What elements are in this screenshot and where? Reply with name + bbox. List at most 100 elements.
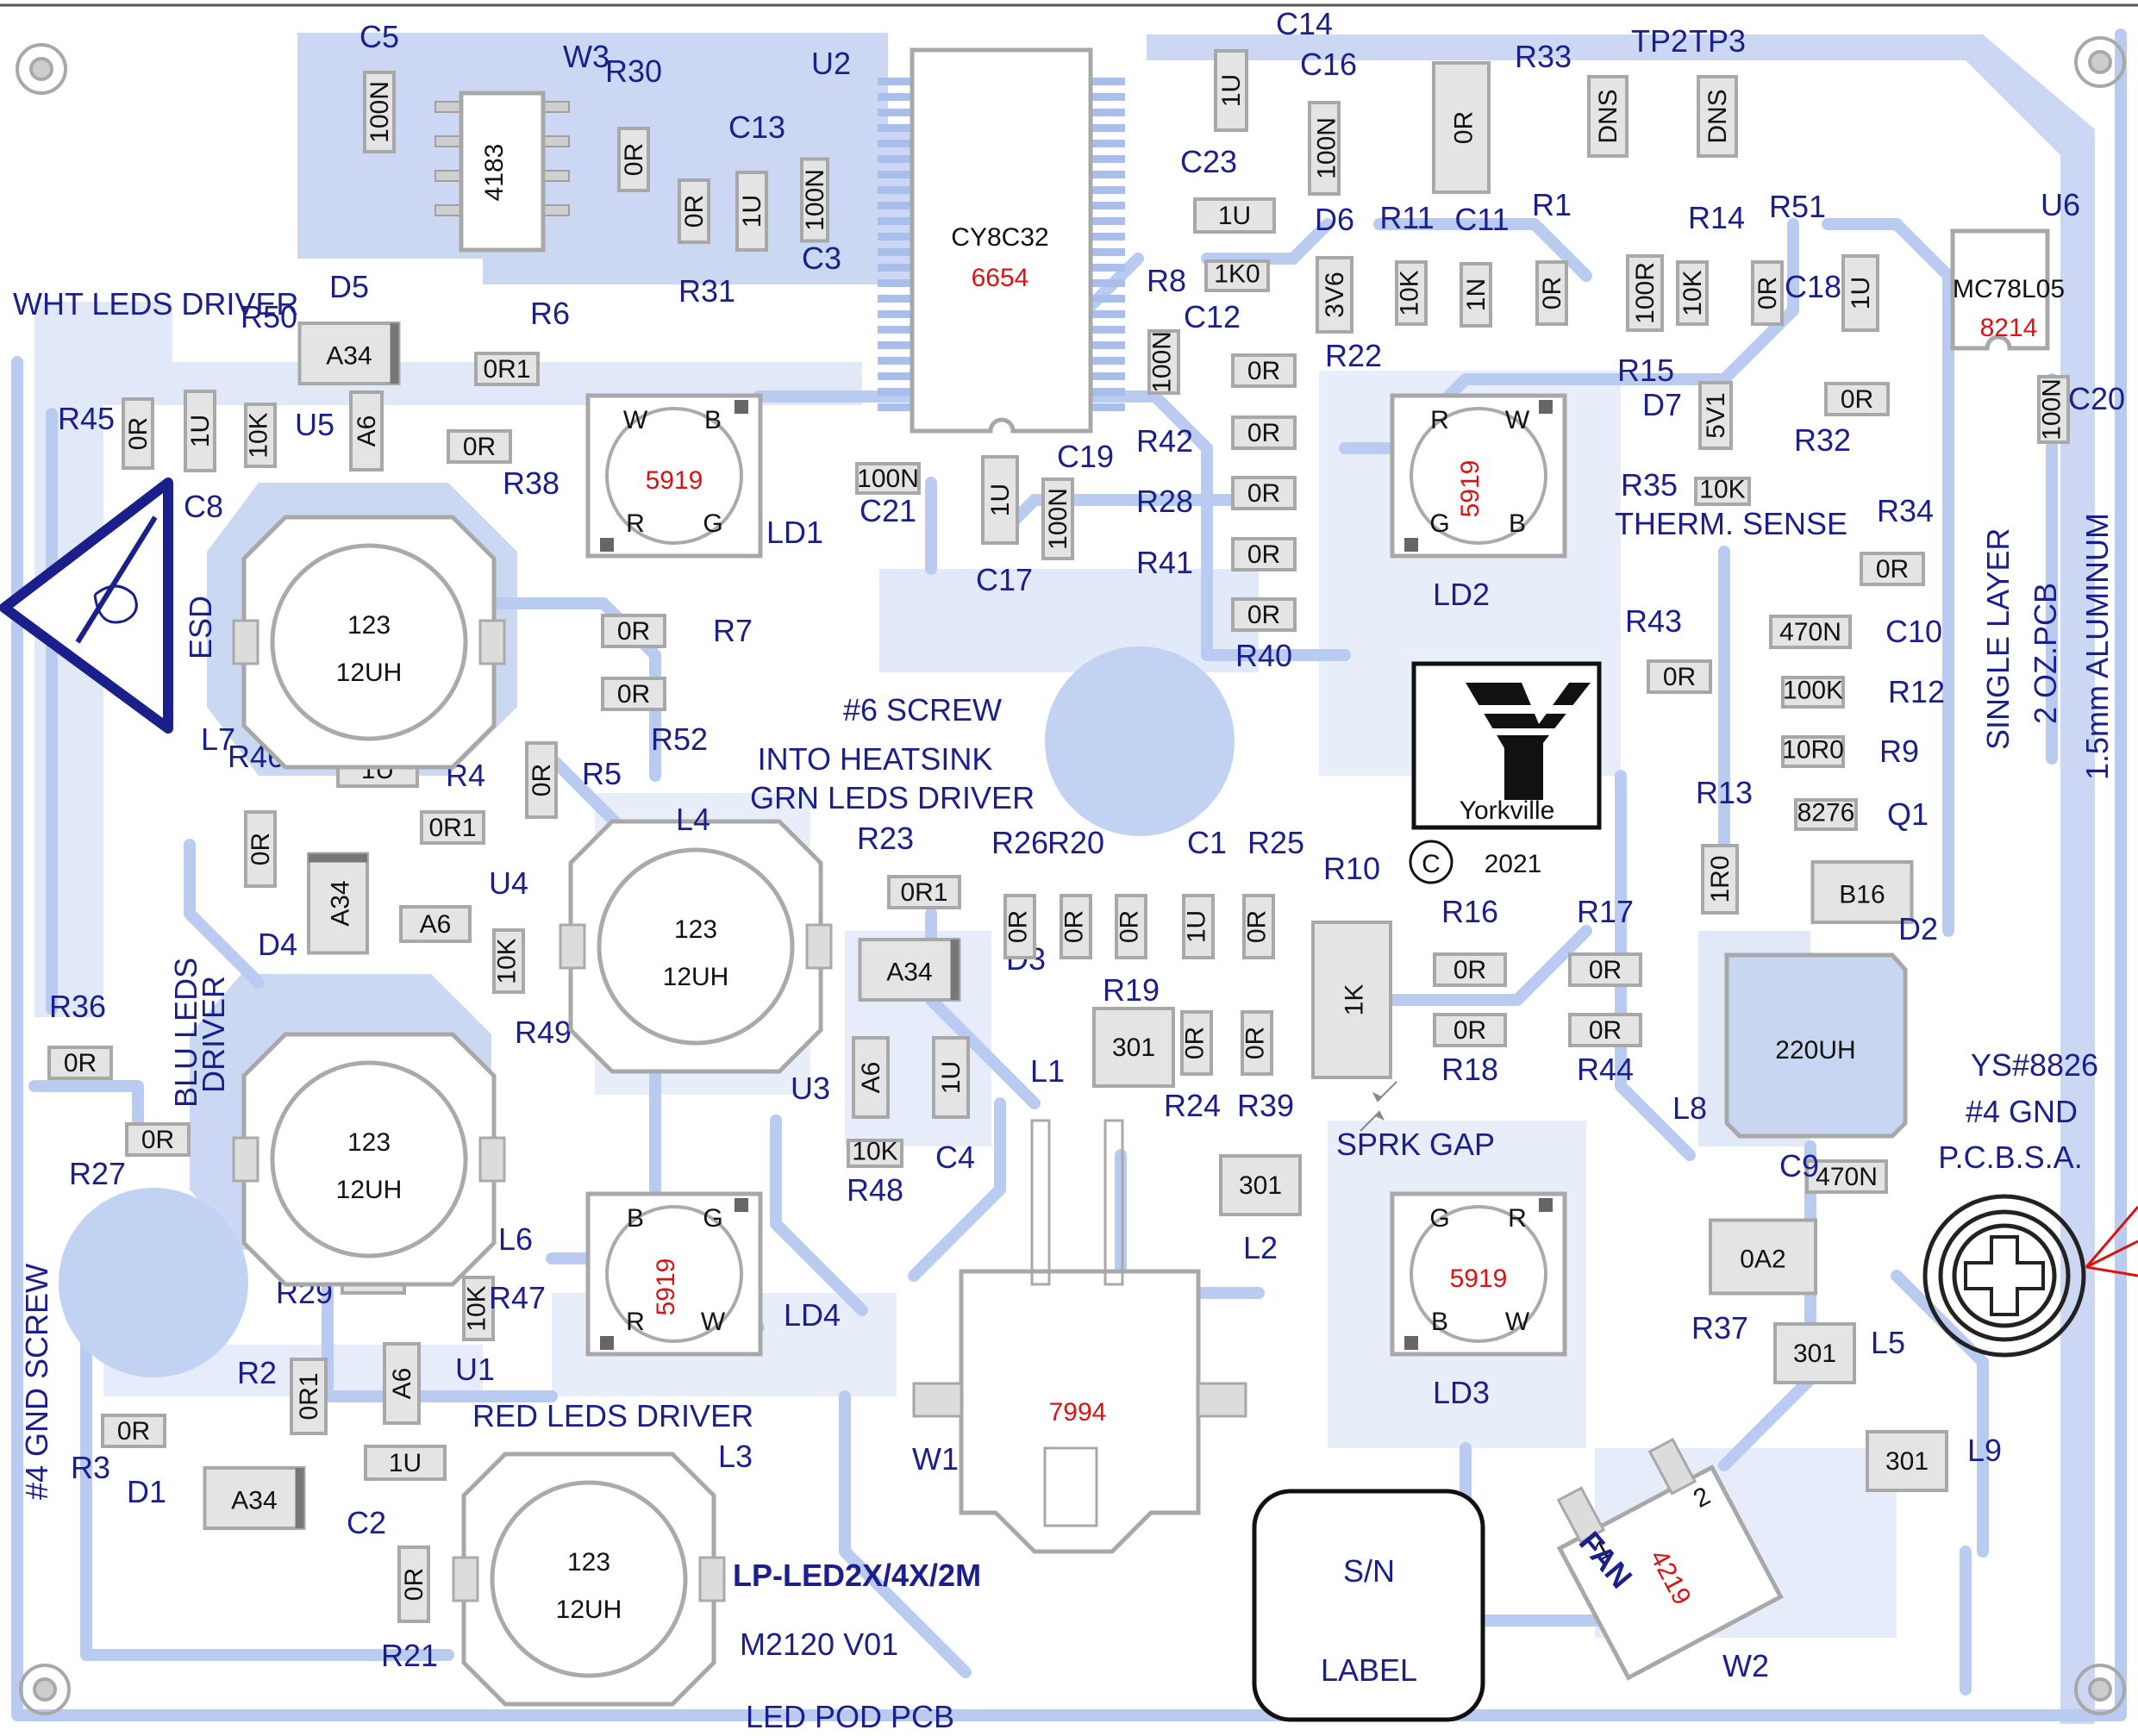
part-r43-value: 0R	[1663, 663, 1696, 691]
part-c9-body	[1805, 1159, 1888, 1194]
led-ld3-ref: LD3	[1433, 1375, 1490, 1410]
part-r52-body	[601, 677, 666, 711]
led-ld1-body	[585, 393, 763, 559]
led-ld4-ref: LD4	[784, 1297, 841, 1333]
part-r13-ref: R13	[1696, 775, 1753, 810]
part-r18-value: 0R	[1453, 1016, 1486, 1045]
part-r32-value: 0R	[1841, 385, 1873, 414]
mount-hole-top-left	[16, 43, 67, 95]
part-c19-body	[1041, 478, 1074, 560]
inductor-l7-line2: 12UH	[336, 659, 403, 687]
part-r6-ref: R6	[530, 296, 570, 331]
part-r5-value: 0R	[528, 764, 556, 796]
part-r11-ref: R11	[1379, 200, 1434, 235]
led-ld4-body	[585, 1191, 763, 1357]
part-c23-body	[1193, 197, 1276, 234]
spark-gap-icon	[1360, 1081, 1397, 1132]
part-l1-value: 301	[1112, 1033, 1155, 1062]
inductor-l4-pad-a	[559, 923, 586, 970]
part-c11-body	[1460, 262, 1492, 328]
led-ld2-pin-r: R	[1430, 406, 1449, 434]
part-c2-body	[364, 1445, 447, 1481]
part-r18-body	[1433, 1013, 1507, 1047]
led-ld2-pin-g: G	[1429, 509, 1449, 538]
part-l5-ref: L5	[1871, 1325, 1905, 1360]
part-r27-body	[125, 1122, 191, 1157]
part-c12-ref: C12	[1184, 299, 1241, 334]
part-r44-ref: R44	[1577, 1052, 1634, 1087]
note-ys-1: YS#8826	[1971, 1047, 2098, 1083]
note-gnd-screw: #4 GND SCREW	[19, 1264, 54, 1500]
part-r13-body	[1701, 844, 1739, 915]
part-r12-value: 100K	[1783, 677, 1843, 705]
led-ld2-ref: LD2	[1433, 577, 1490, 612]
part-r5-ref: R5	[582, 756, 622, 791]
part-r10-body	[1311, 921, 1392, 1079]
part-r51-ref: R51	[1769, 189, 1826, 224]
u6-part: MC78L05	[1953, 275, 2065, 303]
components-layer: 100NC50RR300RR311UC13100NC31UC14100NC160…	[47, 6, 2125, 1707]
part-r14-ref: R14	[1688, 200, 1745, 235]
part-r12-ref: R12	[1888, 674, 1945, 709]
inductor-l3-line2: 12UH	[556, 1595, 622, 1624]
connector-w2: 4219 1 2	[1556, 1437, 1784, 1681]
led-ld1-pin-w: W	[623, 406, 648, 434]
part-c17-ref: C17	[976, 562, 1033, 597]
part-c3-ref: C3	[802, 240, 841, 276]
part-c12-value: 0R	[1247, 357, 1280, 385]
part-r40-ref: R40	[1235, 638, 1292, 673]
part-r13-value: 1R0	[1706, 855, 1735, 902]
note-blu-leds-2: DRIVER	[196, 976, 231, 1093]
part-r28-value: 0R	[1247, 479, 1280, 508]
part-r47-value: 10K	[463, 1285, 491, 1331]
part-u3-ref: U3	[791, 1071, 830, 1106]
part-r30-body	[617, 127, 650, 192]
part-r41-value: 0R	[1247, 540, 1280, 569]
note-spark-gap: SPRK GAP	[1336, 1127, 1495, 1162]
part-r3-ref: R3	[71, 1450, 110, 1485]
part-r31-value: 0R	[680, 195, 709, 228]
part-u3-body	[852, 1036, 890, 1119]
led-ld3-pin-g: G	[1429, 1204, 1449, 1233]
part-c16-value: 100N	[1313, 117, 1341, 179]
title-block: LP-LED2X/4X/2M M2120 V01 LED POD PCB	[733, 1558, 981, 1734]
part-l9-body	[1866, 1430, 1948, 1492]
part-r1-value: 0R	[1538, 277, 1566, 309]
part-q1-body	[1794, 798, 1858, 831]
gnd-screw-ys8826	[1922, 1194, 2086, 1358]
part-r16-value: 0R	[1453, 956, 1486, 984]
sn-line2: LABEL	[1321, 1652, 1417, 1688]
part-r15-ref: R15	[1617, 353, 1674, 388]
part-r46-value: 0R	[247, 833, 275, 865]
part-r20-value: 0R	[1060, 910, 1089, 943]
inductor-l4-body	[568, 819, 823, 1074]
part-l5-value: 301	[1793, 1339, 1836, 1368]
part-r52-value: 0R	[617, 680, 650, 709]
part-r45-value: 0R	[124, 417, 153, 450]
inductor-l6-ref: L6	[498, 1221, 533, 1257]
part-r36-ref: R36	[49, 989, 106, 1024]
part-r7-value: 0R	[617, 617, 650, 646]
part-d7-body	[1698, 381, 1733, 450]
part-r37-body	[1709, 1218, 1817, 1296]
part-c16-body	[1308, 101, 1341, 196]
part-r33-body	[1432, 61, 1491, 194]
part-r40-value: 0R	[1247, 601, 1280, 629]
part-r10-ref: R10	[1323, 851, 1380, 886]
part-u1-ref: U1	[455, 1352, 495, 1387]
part-q1-ref: Q1	[1887, 796, 1929, 832]
led-ld1-pin-r: R	[626, 509, 645, 538]
part-r1-ref: R1	[1532, 187, 1572, 222]
part-c16-ref: C16	[1300, 47, 1357, 82]
part-r47-ref: R47	[489, 1280, 546, 1315]
part-c1-ref: C1	[1187, 825, 1227, 860]
part-c5-ref: C5	[359, 19, 399, 54]
inductor-l3-pad-a	[452, 1556, 479, 1602]
part-c12-body	[1231, 353, 1297, 388]
part-r17-body	[1568, 952, 1642, 987]
part-d3-body	[858, 938, 961, 1002]
part-d6-ref: D6	[1315, 202, 1354, 237]
part-r40-body	[1231, 597, 1297, 632]
part-l2-ref: L2	[1243, 1230, 1278, 1265]
